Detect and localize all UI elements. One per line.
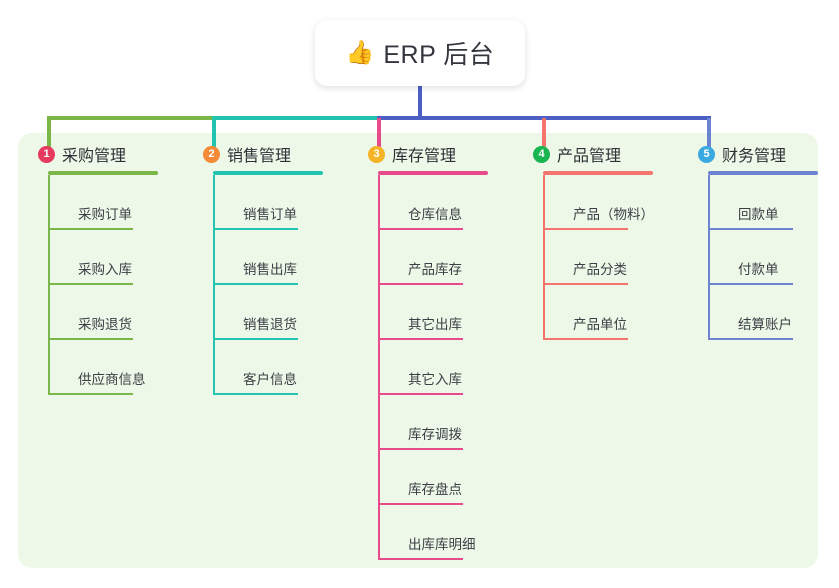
- column-title: 产品管理: [557, 148, 622, 165]
- column-5: 5 财务管理回款单付款单结算账户: [698, 140, 818, 340]
- leaf-node-rule: [708, 228, 793, 230]
- leaf-node-rule: [213, 338, 298, 340]
- number-badge-icon: 3: [368, 145, 385, 163]
- column-spine: [543, 175, 545, 340]
- leaf-node-rule: [543, 338, 628, 340]
- leaf-node-label: 其它出库: [408, 317, 462, 332]
- leaf-node-rule: [48, 338, 133, 340]
- leaf-node-rule: [378, 338, 463, 340]
- leaf-node-label: 销售退货: [243, 317, 297, 332]
- leaf-node-label: 仓库信息: [408, 207, 462, 222]
- leaf-node-label: 产品单位: [573, 317, 627, 332]
- leaf-node-label: 供应商信息: [78, 372, 146, 387]
- column-header-rule: [213, 171, 323, 175]
- column-header-2[interactable]: 2 销售管理: [203, 140, 291, 168]
- leaf-node-label: 采购订单: [78, 207, 132, 222]
- root-node-label: ERP 后台: [383, 41, 495, 69]
- leaf-node-rule: [378, 283, 463, 285]
- column-header-rule: [48, 171, 158, 175]
- leaf-node-label: 付款单: [738, 262, 779, 277]
- leaf-node-rule: [378, 503, 463, 505]
- leaf-node-rule: [543, 228, 628, 230]
- leaf-node-rule: [543, 283, 628, 285]
- number-badge-icon: 4: [533, 145, 550, 163]
- root-node[interactable]: 👍 ERP 后台: [315, 20, 525, 86]
- leaf-node-label: 客户信息: [243, 372, 297, 387]
- column-spine: [48, 175, 50, 395]
- column-4: 4 产品管理产品（物料） 产品分类产品单位: [533, 140, 654, 340]
- leaf-node-label: 其它入库: [408, 372, 462, 387]
- diagram-panel: [18, 133, 818, 568]
- column-3: 3 库存管理仓库信息产品库存其它出库其它入库库存调拨库存盘点出库库明细: [368, 140, 488, 560]
- column-header-rule: [708, 171, 818, 175]
- column-header-5[interactable]: 5 财务管理: [698, 140, 786, 168]
- leaf-node-label: 库存盘点: [408, 482, 462, 497]
- thumbs-up-icon: 👍: [345, 39, 375, 66]
- leaf-node-label: 库存调拨: [408, 427, 462, 442]
- number-badge-icon: 2: [203, 145, 220, 163]
- leaf-node-rule: [213, 393, 298, 395]
- column-header-3[interactable]: 3 库存管理: [368, 140, 456, 168]
- column-header-4[interactable]: 4 产品管理: [533, 140, 621, 168]
- column-spine: [708, 175, 710, 340]
- leaf-node-rule: [378, 228, 463, 230]
- leaf-node-rule: [213, 283, 298, 285]
- leaf-node-label: 采购入库: [78, 262, 132, 277]
- leaf-node-label: 产品（物料）: [573, 207, 654, 222]
- leaf-node-rule: [378, 448, 463, 450]
- column-header-rule: [543, 171, 653, 175]
- leaf-node-rule: [213, 228, 298, 230]
- column-title: 财务管理: [722, 148, 787, 165]
- leaf-node-label: 产品库存: [408, 262, 462, 277]
- leaf-node-label: 销售出库: [243, 262, 297, 277]
- column-spine: [378, 175, 380, 560]
- leaf-node-label: 销售订单: [243, 207, 297, 222]
- leaf-node-rule: [378, 558, 463, 560]
- column-spine: [213, 175, 215, 395]
- leaf-node-rule: [708, 338, 793, 340]
- column-header-1[interactable]: 1 采购管理: [38, 140, 126, 168]
- leaf-node-rule: [48, 393, 133, 395]
- leaf-node-label: 结算账户: [738, 317, 792, 332]
- column-title: 库存管理: [392, 148, 457, 165]
- leaf-node-label: 产品分类: [573, 262, 627, 277]
- column-title: 销售管理: [227, 148, 292, 165]
- leaf-node-label: 采购退货: [78, 317, 132, 332]
- column-header-rule: [378, 171, 488, 175]
- number-badge-icon: 5: [698, 145, 715, 163]
- leaf-node-rule: [378, 393, 463, 395]
- number-badge-icon: 1: [38, 145, 55, 163]
- column-title: 采购管理: [62, 148, 127, 165]
- leaf-node-rule: [48, 283, 133, 285]
- leaf-node-label: 出库库明细: [408, 537, 476, 552]
- leaf-node-rule: [708, 283, 793, 285]
- leaf-node-rule: [48, 228, 133, 230]
- column-1: 1 采购管理采购订单采购入库采购退货供应商信息: [38, 140, 158, 395]
- leaf-node-label: 回款单: [738, 207, 779, 222]
- column-2: 2 销售管理销售订单销售出库销售退货客户信息: [203, 140, 323, 395]
